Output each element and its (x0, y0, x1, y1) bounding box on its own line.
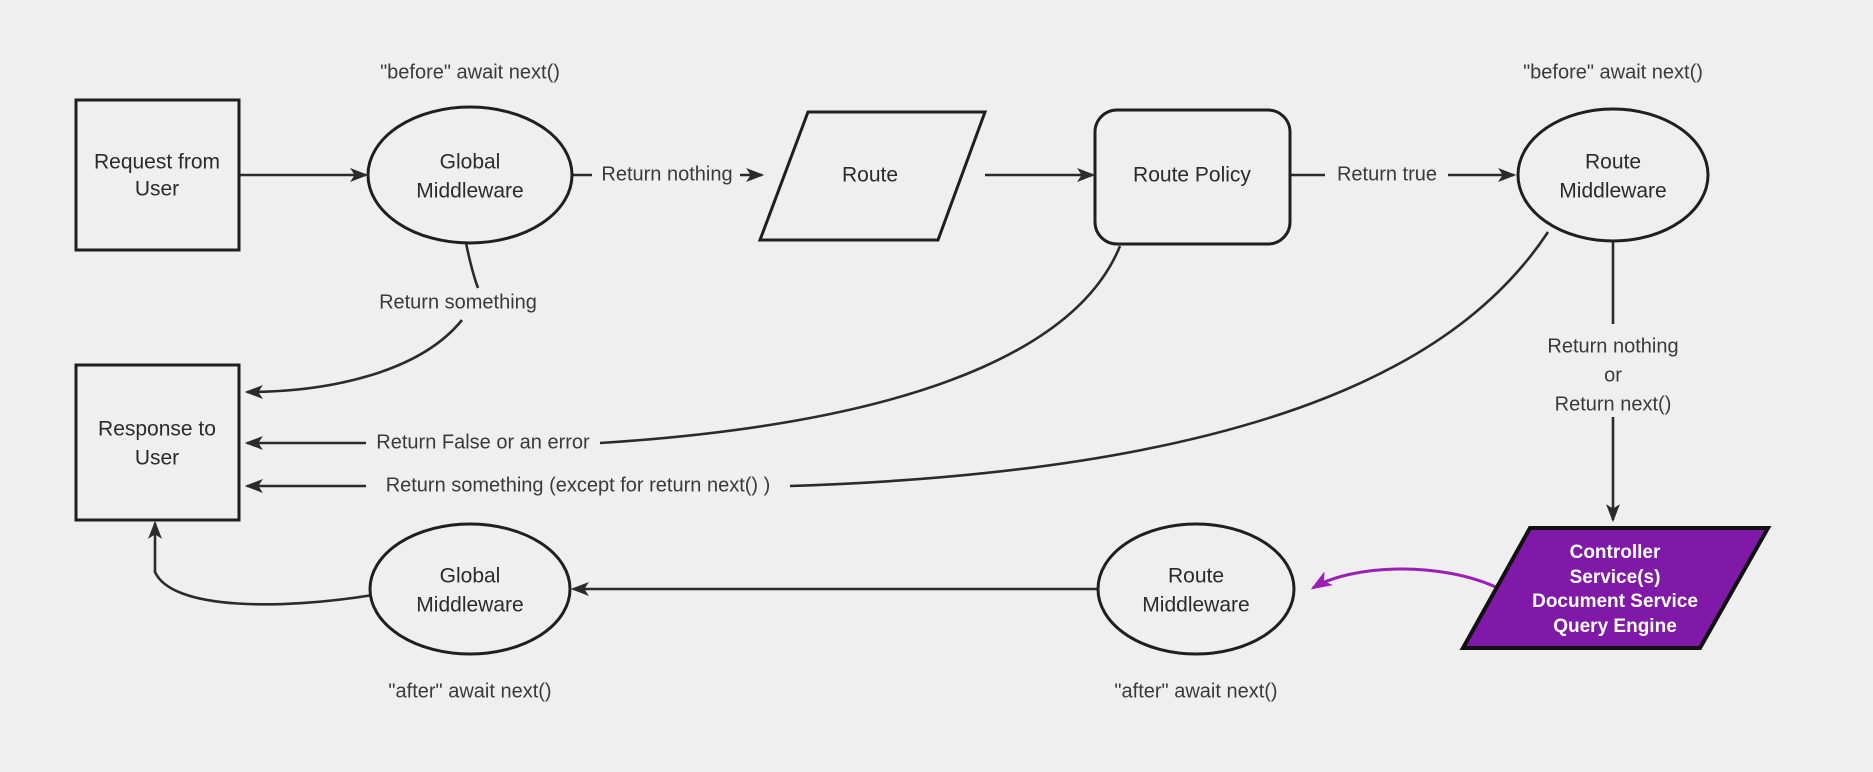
edge-label-return-nothing-or-next-line2: or (1604, 364, 1622, 386)
node-route-middleware-bottom[interactable]: Route Middleware (1096, 522, 1296, 656)
node-controller-services[interactable]: Controller Service(s) Document Service Q… (1459, 526, 1772, 650)
response-to-user-label-line1: Response to (98, 418, 216, 441)
annotation-after-await-next-global: "after" await next() (388, 680, 551, 702)
annotation-before-await-next-global: "before" await next() (380, 61, 560, 83)
node-route-policy[interactable]: Route Policy (1093, 108, 1292, 246)
global-middleware-top-label-line1: Global (440, 151, 501, 174)
edge-route-middleware-to-label-return-something-except (789, 231, 1550, 488)
node-response-to-user[interactable]: Response to User (74, 363, 241, 522)
edge-return-something-to-response (244, 319, 464, 399)
route-middleware-bottom-label-line1: Route (1168, 565, 1224, 588)
global-middleware-top-label-line2: Middleware (416, 180, 523, 203)
controller-services-label-line4: Query Engine (1553, 616, 1677, 637)
edge-label-return-something: Return something (379, 291, 537, 313)
edge-label-return-nothing: Return nothing (601, 163, 732, 185)
controller-services-label-line3: Document Service (1532, 591, 1698, 612)
route-middleware-top-label-line1: Route (1585, 151, 1641, 174)
edge-global-middleware-bottom-to-response (148, 520, 374, 606)
annotation-before-await-next-route: "before" await next() (1523, 61, 1703, 83)
edge-global-middleware-to-label-return-something (464, 242, 480, 289)
node-global-middleware-top[interactable]: Global Middleware (366, 105, 574, 245)
controller-services-label-line1: Controller (1570, 542, 1661, 563)
edge-label-return-nothing-or-next-line3: Return next() (1555, 393, 1672, 415)
node-route-middleware-top[interactable]: Route Middleware (1516, 107, 1710, 243)
edge-label-return-true: Return true (1337, 163, 1437, 185)
route-policy-label: Route Policy (1133, 164, 1251, 187)
route-middleware-top-label-line2: Middleware (1559, 180, 1666, 203)
node-route[interactable]: Route (757, 110, 988, 242)
route-middleware-bottom-label-line2: Middleware (1142, 594, 1249, 617)
annotation-after-await-next-route: "after" await next() (1114, 680, 1277, 702)
edge-label-return-false-or-error: Return False or an error (376, 431, 590, 453)
edge-route-policy-to-label-return-false (599, 245, 1122, 445)
response-to-user-label-line2: User (135, 447, 179, 470)
edge-label-return-nothing-or-next-line1: Return nothing (1547, 335, 1678, 357)
route-label: Route (842, 164, 898, 187)
request-from-user-label-line1: Request from (94, 151, 220, 174)
edge-label-return-something-except-next: Return something (except for return next… (386, 474, 771, 496)
controller-services-label-line2: Service(s) (1570, 567, 1661, 588)
node-request-from-user[interactable]: Request from User (74, 98, 241, 252)
global-middleware-bottom-label-line1: Global (440, 565, 501, 588)
edge-controller-to-route-middleware-bottom (1310, 567, 1501, 591)
request-from-user-label-line2: User (135, 178, 179, 201)
global-middleware-bottom-label-line2: Middleware (416, 594, 523, 617)
node-global-middleware-bottom[interactable]: Global Middleware (368, 522, 572, 656)
